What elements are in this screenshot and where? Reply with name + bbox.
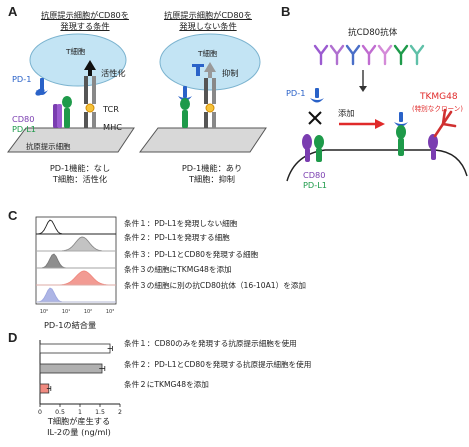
panel-d-bar-chart: 0 0.5 1 1.5 2	[38, 340, 122, 416]
t-cell-right-label: T細胞	[198, 49, 218, 58]
cd80-b-right	[428, 134, 438, 160]
add-label: 添加	[338, 108, 355, 118]
panel-d-xlabel-line1: T細胞が産生する	[47, 416, 111, 426]
left-result-line1: PD-1機能：なし	[49, 163, 111, 173]
panel-c-xlabel: PD-1の結合量	[44, 320, 97, 330]
left-result-line2: T細胞：活性化	[52, 174, 108, 184]
histogram-curve-2	[36, 236, 116, 252]
condition-d-2: 条件２：PD-L1とCD80を発現する抗原提示細胞を使用	[124, 360, 312, 369]
histogram-frame	[35, 216, 117, 305]
mhc-label: MHC	[103, 122, 122, 132]
condition-d-3: 条件２にTKMG48を添加	[124, 380, 209, 389]
histogram-tick-label: 10³	[106, 309, 114, 315]
apc-left	[7, 127, 135, 153]
condition-d-1: 条件１：CD80のみを発現する抗原提示細胞を使用	[124, 339, 297, 348]
panel-a-left-title-line2: 発現する条件	[60, 21, 110, 31]
t-cell-left-label: T細胞	[66, 47, 86, 56]
bar-2	[39, 363, 103, 374]
panel-a-diagram	[7, 33, 267, 153]
right-result-line1: PD-1機能：あり	[181, 163, 243, 173]
pd1-b-label: PD-1	[286, 88, 306, 98]
pd1-left-label: PD-1	[12, 74, 32, 84]
condition-c-4: 条件３の細胞にTKMG48を添加	[124, 265, 232, 274]
suppression-label: 抑制	[222, 68, 239, 78]
antibody-label: 抗CD80抗体	[348, 28, 398, 38]
tkmg48-antibody	[433, 108, 457, 138]
pd1-b-left	[310, 88, 324, 103]
x-tick-label: 1.5	[95, 409, 105, 416]
tcr-mhc-right	[204, 78, 216, 128]
condition-c-5: 条件３の細胞に別の抗CD80抗体（16-10A1）を添加	[124, 281, 306, 290]
cd80-b-left	[302, 134, 312, 162]
pdl1-left-label: PD-L1	[12, 124, 36, 134]
panel-a-left-title-line1: 抗原提示細胞がCD80を	[41, 10, 129, 20]
condition-c-2: 条件２：PD-L1を発現する細胞	[124, 233, 230, 242]
histogram-curve-1	[35, 219, 116, 235]
suppression-arrow	[204, 62, 216, 78]
special-clone-label: (特別なクローン)	[412, 105, 463, 113]
pdl1-b-right	[396, 125, 406, 156]
antibody-row	[313, 44, 425, 66]
x-tick-label: 2	[118, 409, 122, 416]
tcr-mhc-left	[84, 76, 96, 128]
x-tick-label: 0.5	[55, 409, 65, 416]
x-mark	[308, 111, 322, 125]
histogram-tick-label: 10²	[84, 309, 92, 315]
histogram-curve-3	[36, 253, 116, 269]
pdl1-b-label: PD-L1	[303, 180, 327, 190]
pd1-b-right	[394, 112, 408, 127]
tkmg48-label: TKMG48	[420, 92, 458, 102]
x-tick-label: 0	[38, 409, 42, 416]
panel-d-xlabel-line2: IL-2の量 (ng/ml)	[47, 427, 111, 437]
histogram-curve-4	[36, 270, 116, 286]
t-cell-left	[29, 33, 127, 87]
pdl1-left	[62, 96, 72, 128]
activation-arrow	[84, 60, 96, 76]
x-tick-label: 1	[78, 409, 82, 416]
add-down-arrow	[359, 70, 367, 92]
panel-letter-d: D	[8, 330, 18, 345]
pd1-left	[35, 78, 48, 96]
pdl1-right	[180, 98, 190, 128]
inhibition-symbol	[192, 64, 204, 76]
histogram-curve-5	[35, 287, 116, 303]
pdl1-b-left	[314, 135, 324, 162]
condition-c-1: 条件１：PD-L1を発現しない細胞	[124, 219, 238, 228]
tcr-label: TCR	[103, 104, 119, 114]
red-arrow	[339, 119, 385, 129]
panel-b-diagram	[286, 44, 468, 182]
panel-letter-b: B	[281, 4, 291, 19]
cd80-left	[53, 104, 62, 128]
panel-c-histogram: 10⁰ 10¹ 10² 10³	[35, 216, 117, 315]
panel-letter-c: C	[8, 208, 18, 223]
apc-left-label: 抗原提示細胞	[26, 142, 71, 151]
bar-1	[39, 343, 111, 354]
activation-label: 活性化	[101, 68, 126, 78]
panel-a-right-title-line1: 抗原提示細胞がCD80を	[164, 10, 252, 20]
cd80-b-label: CD80	[303, 170, 326, 180]
panel-letter-a: A	[8, 4, 18, 19]
right-result-line2: T細胞：抑制	[189, 174, 235, 184]
cell-membrane	[286, 149, 468, 182]
cd80-left-label: CD80	[12, 114, 35, 124]
histogram-tick-label: 10¹	[62, 309, 70, 315]
apc-right	[139, 127, 267, 153]
condition-c-3: 条件３：PD-L1とCD80を発現する細胞	[124, 250, 259, 259]
panel-a-right-title-line2: 発現しない条件	[179, 21, 237, 31]
histogram-tick-label: 10⁰	[40, 309, 48, 315]
